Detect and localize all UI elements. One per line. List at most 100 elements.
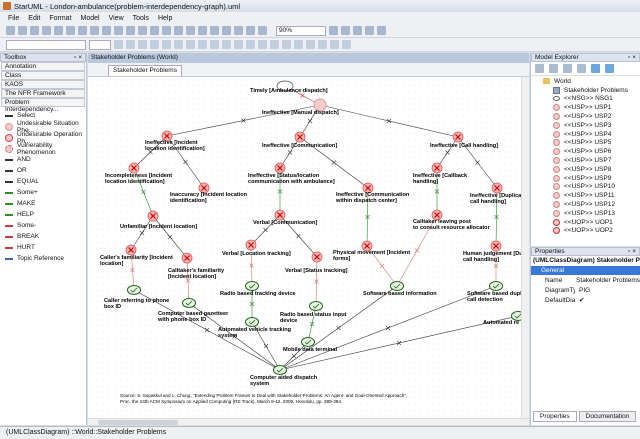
format-button-icon[interactable] (246, 40, 255, 49)
solution-cloud-icon[interactable] (390, 281, 404, 291)
menu-format[interactable]: Format (49, 14, 72, 22)
format-button-icon[interactable] (138, 40, 147, 49)
zoom-select[interactable]: 90% (276, 25, 326, 36)
solution-cloud-icon[interactable] (127, 285, 141, 295)
toolbar-button-icon[interactable] (6, 26, 15, 35)
format-button-icon[interactable] (174, 40, 183, 49)
toolbar-button-icon[interactable] (162, 26, 171, 35)
filter-icon[interactable] (577, 64, 586, 73)
toolbar-button-icon[interactable] (66, 26, 75, 35)
softgoal-cloud-icon[interactable] (276, 80, 294, 92)
solution-cloud-icon[interactable] (489, 281, 503, 291)
format-button-icon[interactable] (150, 40, 159, 49)
tree-item[interactable]: <<UOP>> UOP2 (553, 227, 640, 236)
format-button-icon[interactable] (126, 40, 135, 49)
sort-desc-icon[interactable] (549, 64, 558, 73)
tree-item[interactable]: <<USP>> USP6 (553, 147, 640, 156)
toolbox-item[interactable]: MAKE (0, 198, 86, 209)
toolbox-item[interactable]: Select (0, 110, 86, 121)
up-icon[interactable] (591, 64, 600, 73)
toolbox-item[interactable]: OR (0, 165, 86, 176)
toolbox-category[interactable]: KAOS (1, 80, 85, 89)
toolbar-button-icon[interactable] (126, 26, 135, 35)
tree-item[interactable]: <<NSG>> NSG1 (553, 95, 640, 104)
zoom-button-icon[interactable] (365, 26, 374, 35)
toolbar-button-icon[interactable] (198, 26, 207, 35)
format-button-icon[interactable] (306, 40, 315, 49)
format-button-icon[interactable] (234, 40, 243, 49)
vertical-scrollbar[interactable] (521, 77, 529, 418)
tree-item[interactable]: <<USP>> USP3 (553, 121, 640, 130)
toolbox-item[interactable]: BREAK (0, 231, 86, 242)
toolbox-category[interactable]: Class (1, 71, 85, 80)
solution-cloud-icon[interactable] (245, 317, 259, 327)
solution-cloud-icon[interactable] (309, 301, 323, 311)
zoom-button-icon[interactable] (341, 26, 350, 35)
tree-item[interactable]: <<USP>> USP7 (553, 156, 640, 165)
tree-item[interactable]: <<USP>> USP8 (553, 165, 640, 174)
manual-process-node-icon[interactable] (313, 98, 327, 112)
zoom-button-icon[interactable] (377, 26, 386, 35)
toolbox-category[interactable]: The NFR Framework (1, 89, 85, 98)
close-icon[interactable]: ▫ × (74, 54, 82, 61)
format-button-icon[interactable] (222, 40, 231, 49)
menu-tools[interactable]: Tools (132, 14, 149, 22)
property-row[interactable]: DiagramTypePIG (545, 286, 591, 294)
menu-help[interactable]: Help (157, 14, 173, 22)
toolbar-button-icon[interactable] (150, 26, 159, 35)
toolbox-item[interactable]: Undesirable Situation Phe... (0, 120, 86, 134)
solution-cloud-icon[interactable] (301, 337, 315, 347)
format-button-icon[interactable] (210, 40, 219, 49)
toolbar-button-icon[interactable] (222, 26, 231, 35)
toolbox-category[interactable]: Problem Interdependency... (1, 98, 85, 113)
menu-edit[interactable]: Edit (28, 14, 41, 22)
toolbox-item[interactable]: Some+ (0, 187, 86, 198)
horizontal-scrollbar[interactable] (88, 418, 529, 425)
tab-documentation[interactable]: Documentation (578, 411, 637, 422)
toolbar-button-icon[interactable] (18, 26, 27, 35)
tree-item[interactable]: Stakeholder Problems (553, 86, 640, 95)
toolbox-category[interactable]: Annotation (1, 62, 85, 71)
tab-stakeholder-problems[interactable]: Stakeholder Problems (108, 65, 182, 76)
solution-cloud-icon[interactable] (182, 298, 196, 308)
toolbar-button-icon[interactable] (138, 26, 147, 35)
sort-icon[interactable] (535, 64, 544, 73)
zoom-button-icon[interactable] (353, 26, 362, 35)
format-button-icon[interactable] (186, 40, 195, 49)
toolbox-item[interactable]: Undesirable Operation Ph... (0, 131, 86, 145)
toolbox-item[interactable]: Some- (0, 220, 86, 231)
toolbar-button-icon[interactable] (90, 26, 99, 35)
format-button-icon[interactable] (318, 40, 327, 49)
format-button-icon[interactable] (198, 40, 207, 49)
tree-item[interactable]: <<USP>> USP10 (553, 183, 640, 192)
format-button-icon[interactable] (294, 40, 303, 49)
close-icon[interactable]: ▫ × (628, 54, 636, 61)
tree-item[interactable]: <<USP>> USP5 (553, 139, 640, 148)
format-button-icon[interactable] (114, 40, 123, 49)
tree-item[interactable]: <<USP>> USP13 (553, 209, 640, 218)
toolbar-button-icon[interactable] (78, 26, 87, 35)
format-button-icon[interactable] (282, 40, 291, 49)
solution-cloud-icon[interactable] (273, 365, 287, 375)
toolbar-button-icon[interactable] (186, 26, 195, 35)
toolbar-button-icon[interactable] (42, 26, 51, 35)
format-button-icon[interactable] (270, 40, 279, 49)
tree-item[interactable]: <<UOP>> UOP1 (553, 218, 640, 227)
tree-item[interactable]: <<USP>> USP12 (553, 200, 640, 209)
menu-file[interactable]: File (8, 14, 20, 22)
diagram-canvas[interactable]: Timely [Ambulance dispatch]Ineffective [… (88, 77, 540, 418)
toolbox-item[interactable]: Topic Reference (0, 253, 86, 264)
format-button-icon[interactable] (258, 40, 267, 49)
toolbar-button-icon[interactable] (174, 26, 183, 35)
tree-item[interactable]: <<USP>> USP11 (553, 191, 640, 200)
tree-item[interactable]: <<USP>> USP9 (553, 174, 640, 183)
toolbar-button-icon[interactable] (102, 26, 111, 35)
toolbar-button-icon[interactable] (258, 26, 267, 35)
add-icon[interactable] (563, 64, 572, 73)
toolbar-button-icon[interactable] (30, 26, 39, 35)
toolbar-button-icon[interactable] (210, 26, 219, 35)
property-row[interactable]: DefaultDiagram✔ (545, 296, 585, 305)
toolbox-item[interactable]: Vulnerability Phenomenon (0, 142, 86, 156)
properties-group[interactable]: General (531, 266, 640, 275)
